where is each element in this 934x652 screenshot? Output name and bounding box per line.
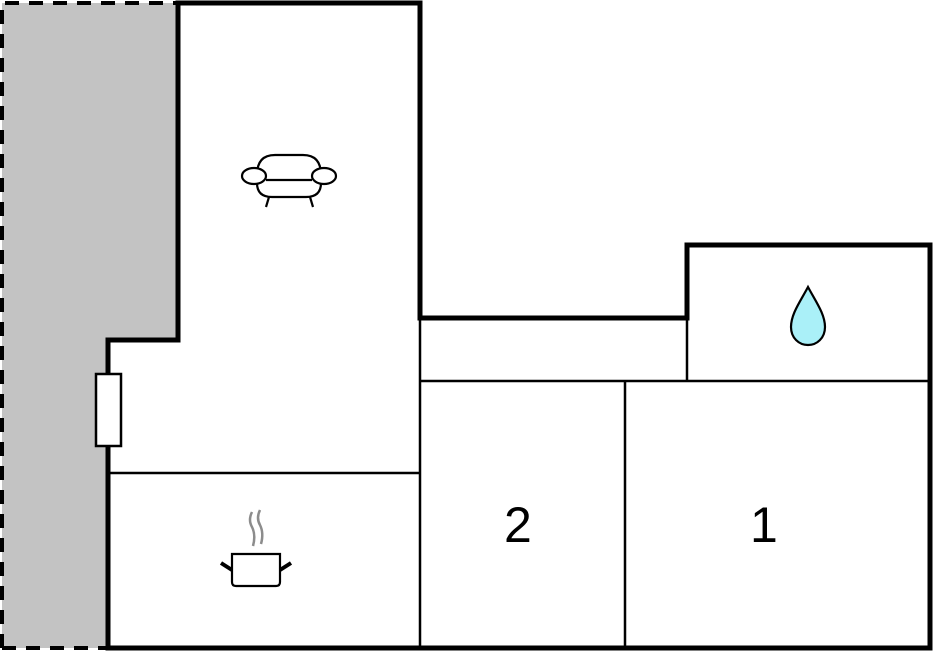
sofa-icon [240, 153, 338, 208]
water-drop-icon [789, 284, 827, 347]
cooking-pot-icon [219, 509, 293, 588]
entrance-door-icon [94, 372, 123, 448]
room-label-1: 1 [750, 497, 778, 553]
room-label-2: 2 [504, 497, 532, 553]
exterior-walls [105, 0, 933, 651]
interior-walls [108, 318, 930, 648]
outside-area [0, 1, 178, 650]
